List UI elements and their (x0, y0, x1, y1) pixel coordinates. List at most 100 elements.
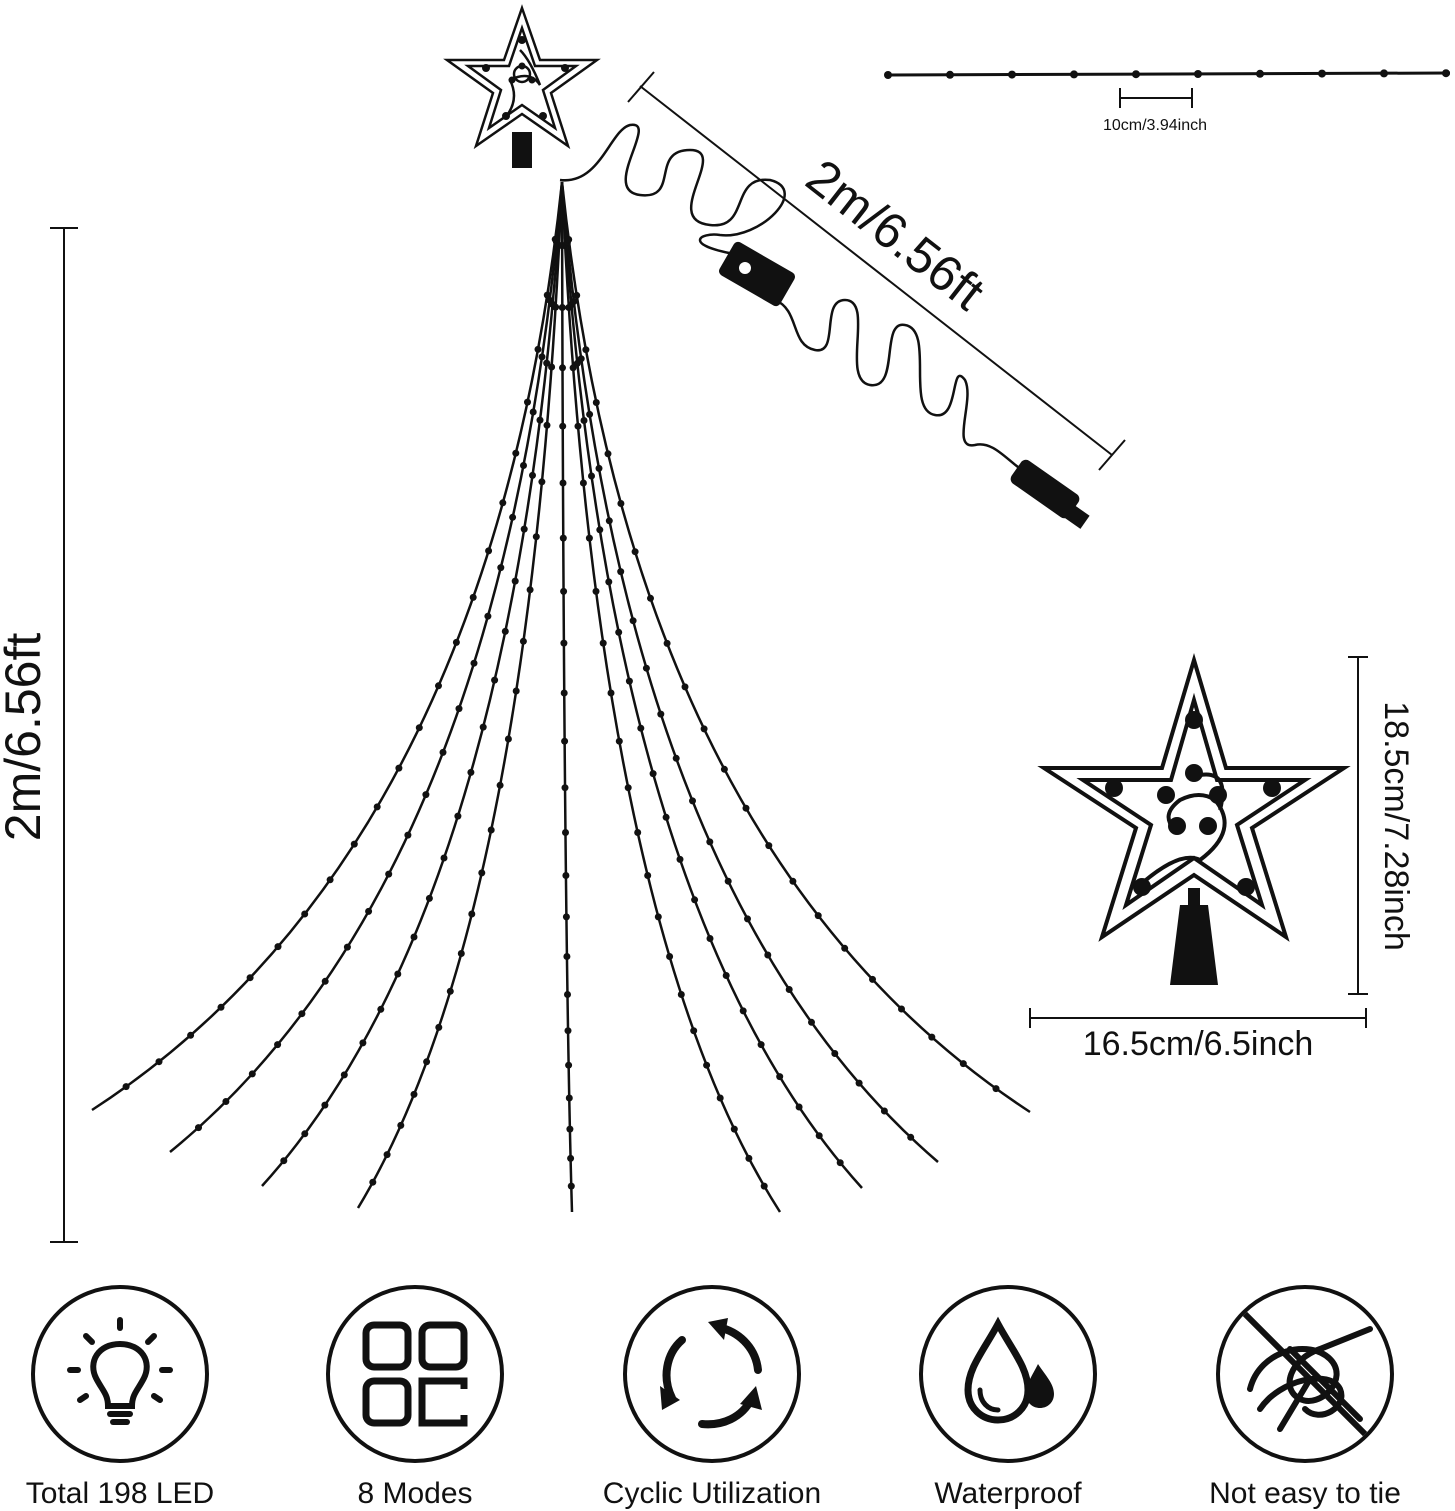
led-dot (672, 754, 680, 762)
feature-circle (326, 1285, 504, 1463)
led-dot (385, 870, 393, 878)
led-dot (722, 972, 730, 979)
feature-modes: 8 Modes (295, 1285, 535, 1511)
led-dot (246, 974, 254, 982)
led-dot (520, 525, 528, 533)
led-dot (559, 364, 566, 372)
led-dot (570, 298, 578, 305)
led-dot (455, 705, 463, 713)
led-dot (561, 737, 569, 745)
led-dot (814, 912, 822, 920)
light-strand (560, 181, 1031, 1114)
feature-total-led: Total 198 LED (0, 1285, 240, 1511)
led-dot (637, 724, 645, 732)
light-strand (91, 181, 564, 1112)
led-dot (1194, 70, 1202, 78)
led-dot (690, 1027, 698, 1035)
led-dot (538, 353, 546, 361)
cable-length-label: 2m/6.56ft (796, 148, 995, 321)
led-dot (552, 303, 560, 311)
led-dot (280, 1157, 288, 1165)
led-dot (742, 804, 750, 812)
feature-cyclic: Cyclic Utilization (592, 1285, 832, 1511)
led-dot (569, 364, 577, 372)
led-dot (592, 399, 600, 406)
led-dot (855, 1079, 863, 1087)
led-dot (415, 724, 423, 732)
led-dot (497, 564, 505, 572)
led-dot (815, 1132, 823, 1140)
led-dot (836, 1159, 844, 1167)
led-dot (676, 855, 684, 863)
led-dot (543, 359, 551, 367)
cycle-arrows-icon (660, 1318, 762, 1429)
led-dot (558, 304, 566, 311)
water-drop-icon (964, 1316, 1054, 1424)
feature-circle (919, 1285, 1097, 1463)
light-strand (169, 181, 564, 1153)
led-dot (562, 913, 570, 921)
led-dot (340, 1071, 348, 1079)
led-dot (410, 1090, 418, 1098)
led-dot (298, 1010, 306, 1018)
led-dot (586, 410, 594, 418)
led-dot (373, 803, 381, 811)
led-dot (155, 1058, 163, 1066)
led-dot (520, 462, 527, 469)
led-dot (446, 987, 454, 995)
led-dot (499, 499, 507, 507)
led-dot (631, 548, 639, 556)
cable-dimension-line (627, 71, 1126, 471)
led-dot (677, 991, 685, 998)
led-dot (512, 687, 520, 695)
led-dot (496, 781, 504, 789)
led-dot (566, 1125, 574, 1133)
led-dot (730, 1125, 738, 1133)
usb-plug-icon (1010, 459, 1090, 529)
led-dot (607, 689, 615, 697)
tree-height-label: 2m/6.56ft (0, 633, 51, 842)
led-dot (248, 1070, 256, 1078)
led-dot (582, 346, 590, 354)
led-dot (274, 943, 282, 951)
led-dot (745, 1154, 753, 1162)
led-dot (567, 1182, 575, 1190)
led-dot (512, 449, 520, 457)
led-dot (841, 944, 849, 952)
led-dot (907, 1133, 915, 1141)
led-dot (562, 829, 569, 836)
led-dot (644, 872, 652, 879)
led-dot (1132, 70, 1140, 79)
feature-label: 8 Modes (357, 1477, 473, 1510)
led-dot (321, 977, 329, 985)
led-dot (440, 854, 448, 862)
star-leds (1105, 711, 1281, 896)
led-dot (1380, 69, 1388, 78)
led-dot (666, 953, 674, 960)
led-dot (559, 479, 567, 487)
led-dot (301, 910, 309, 918)
led-dot (634, 829, 642, 836)
feature-label: Cyclic Utilization (602, 1477, 822, 1510)
led-dot (946, 70, 954, 79)
light-strand (356, 181, 564, 1209)
led-dot (423, 1058, 431, 1066)
led-dot (529, 471, 536, 479)
led-dot (519, 637, 527, 645)
led-dot (720, 765, 728, 773)
led-dot (410, 933, 418, 941)
led-dot (524, 398, 531, 406)
string-spacing-sample (884, 69, 1451, 108)
led-dot (383, 1151, 391, 1159)
feature-label: Total 198 LED (25, 1477, 215, 1510)
led-dot (377, 1005, 385, 1013)
led-dot (706, 935, 714, 942)
star-width-dimension-line (1029, 1008, 1367, 1028)
led-dot (1318, 69, 1326, 78)
led-dot (1070, 70, 1078, 79)
led-dot (647, 594, 654, 602)
led-dot (321, 1101, 329, 1109)
led-dot (617, 500, 625, 507)
led-dot (195, 1124, 202, 1132)
